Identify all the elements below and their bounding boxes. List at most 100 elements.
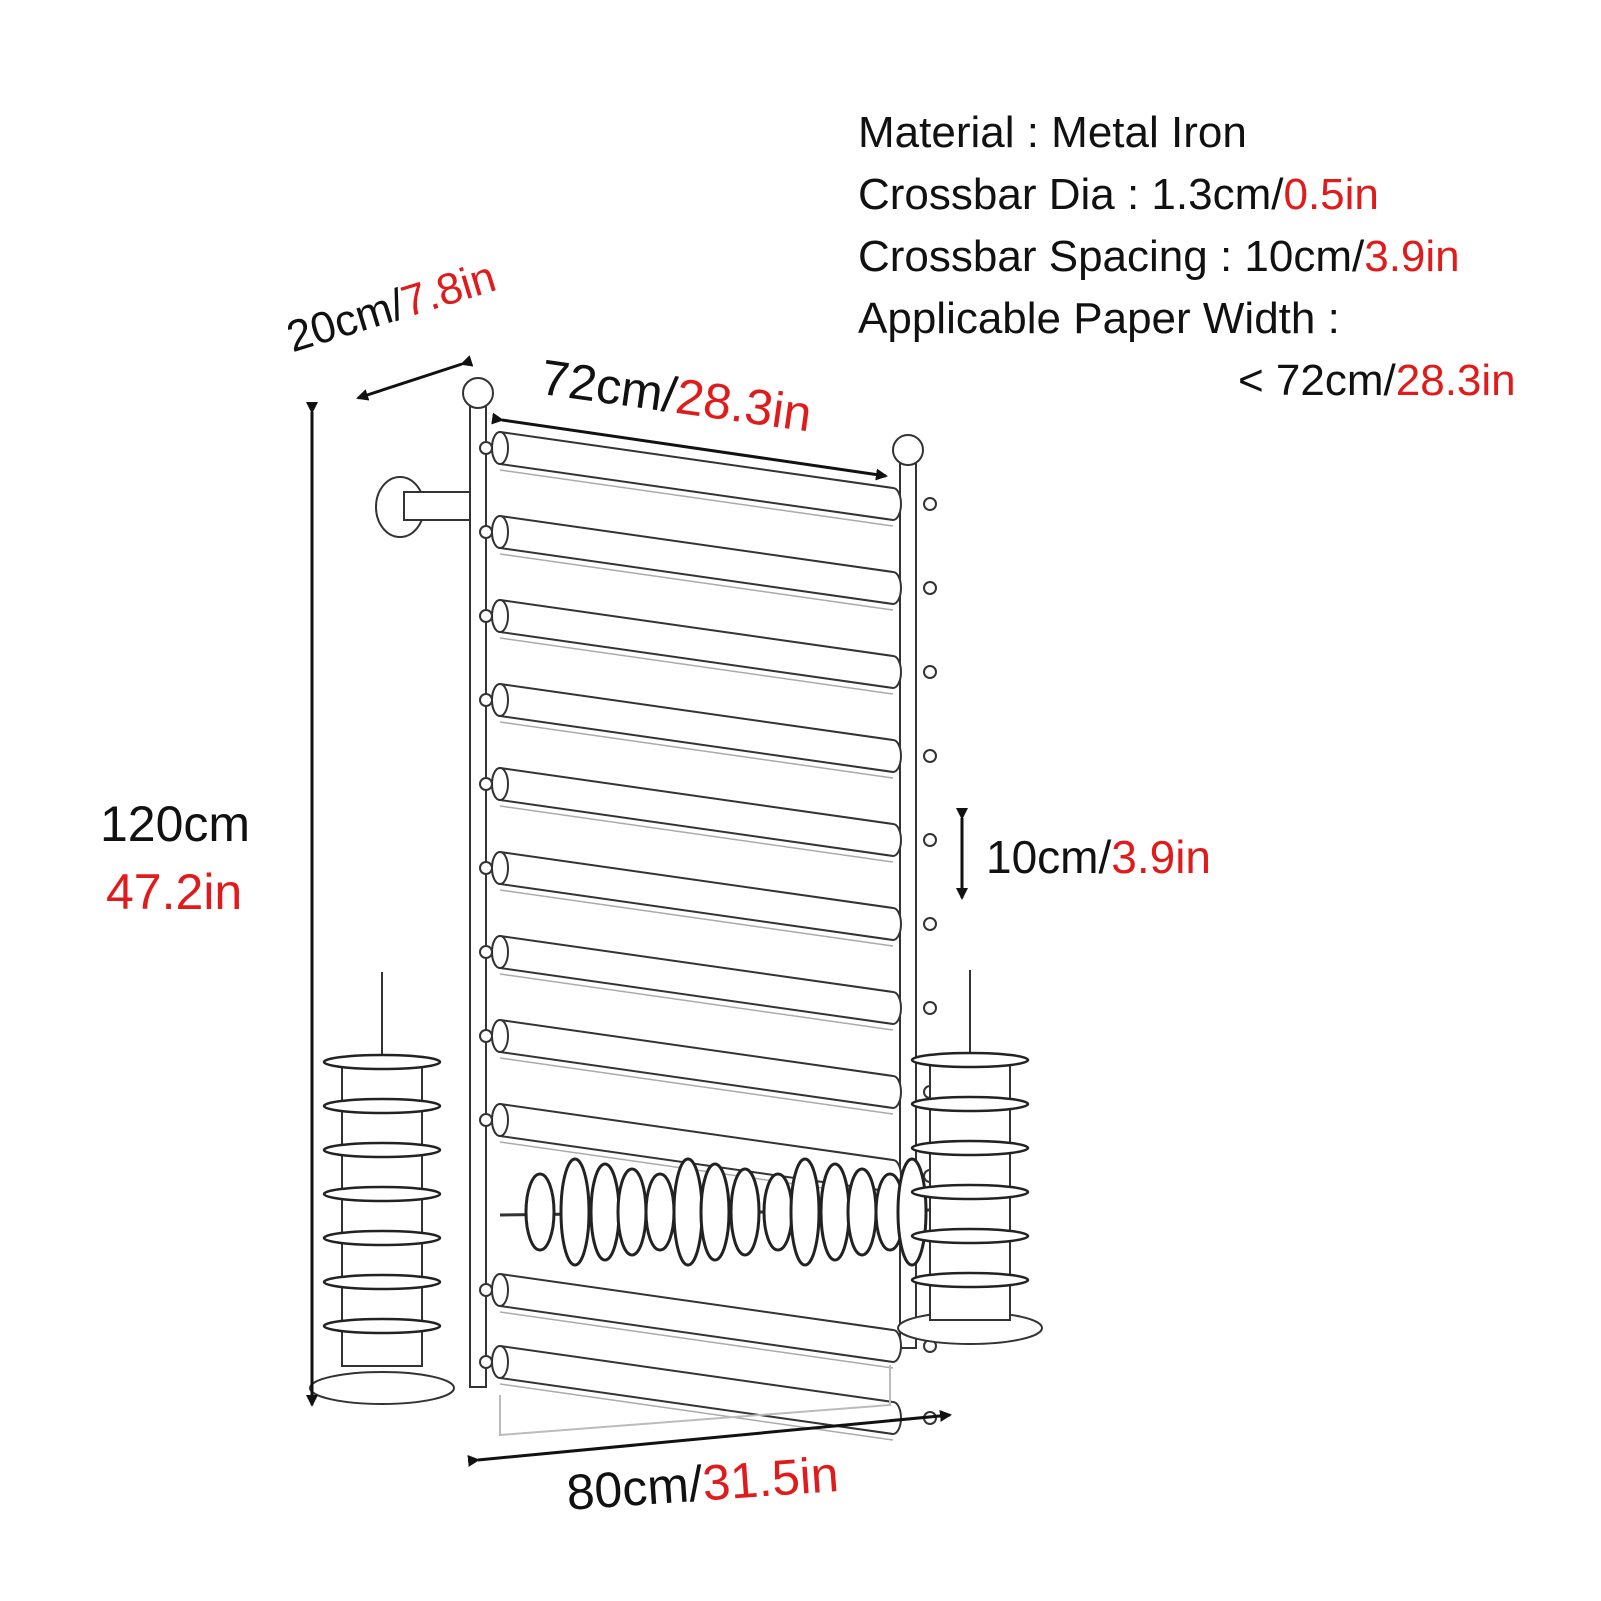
- roller-end-left: [491, 1345, 509, 1379]
- crossbar-roller: [479, 1272, 937, 1369]
- roller-end-left: [491, 431, 509, 465]
- spec-list: Material : Metal Iron Crossbar Dia : 1.3…: [858, 102, 1516, 412]
- ribbon-spool: [559, 1157, 591, 1267]
- depth-arrow: [356, 355, 474, 401]
- roller-peg-right: [923, 497, 937, 511]
- spec-crossbar-dia-label: Crossbar Dia :: [858, 170, 1152, 219]
- tower-disk: [910, 1227, 1030, 1245]
- spacing-imperial: 3.9in: [1111, 831, 1212, 883]
- tower-disk: [322, 1053, 442, 1071]
- height-label: 120cm 47.2in: [100, 790, 250, 926]
- ribbon-spool: [819, 1162, 851, 1262]
- roller-paper-edge: [499, 1311, 894, 1369]
- roller-paper-edge: [499, 637, 894, 695]
- right-post: [892, 434, 924, 1349]
- roller-peg-left: [479, 1113, 493, 1127]
- tower-disk: [322, 1185, 442, 1203]
- crossbar-roller: [479, 598, 937, 695]
- spec-paper-width-label: Applicable Paper Width :: [858, 294, 1340, 343]
- tower-disk: [322, 1229, 442, 1247]
- ribbon-spool: [789, 1157, 821, 1267]
- roller-paper-edge: [499, 553, 894, 611]
- roller-body: [491, 430, 902, 522]
- roller-peg-left: [479, 945, 493, 959]
- roller-paper-edge: [499, 721, 894, 779]
- roller-peg-right: [923, 581, 937, 595]
- spec-crossbar-dia-metric: 1.3cm/: [1151, 170, 1284, 219]
- spec-paper-width-metric: < 72cm/: [1238, 356, 1396, 405]
- tower-disk: [322, 1317, 442, 1335]
- spec-paper-width-values: < 72cm/28.3in: [858, 350, 1516, 412]
- roller-body: [491, 934, 902, 1026]
- tower-disk: [910, 1183, 1030, 1201]
- roller-end-left: [491, 851, 509, 885]
- roller-end-left: [491, 1019, 509, 1053]
- spec-crossbar-spacing-metric: 10cm/: [1244, 232, 1365, 281]
- outer-width-metric: 80cm/: [564, 1455, 705, 1521]
- roller-peg-left: [479, 525, 493, 539]
- tower-disk: [322, 1097, 442, 1115]
- roller-body: [491, 682, 902, 774]
- roller-body: [491, 766, 902, 858]
- ribbon-spools: [499, 1157, 931, 1267]
- height-imperial: 47.2in: [106, 864, 243, 920]
- roller-body: [491, 850, 902, 942]
- roller-peg-left: [479, 1029, 493, 1043]
- crossbar-roller: [479, 1344, 937, 1441]
- tower-disk: [910, 1271, 1030, 1289]
- dimension-arrows: [306, 355, 968, 1467]
- spec-material-label: Material :: [858, 108, 1052, 157]
- crossbar-rollers: [479, 430, 937, 1441]
- crossbar-roller: [479, 682, 937, 779]
- roller-paper-edge: [499, 889, 894, 947]
- spec-crossbar-dia: Crossbar Dia : 1.3cm/0.5in: [858, 164, 1516, 226]
- height-metric: 120cm: [100, 796, 251, 852]
- outer-width-imperial: 31.5in: [700, 1446, 841, 1512]
- roller-peg-left: [479, 693, 493, 707]
- roller-end-left: [491, 1273, 509, 1307]
- roller-peg-right: [923, 917, 937, 931]
- ribbon-spool: [644, 1172, 676, 1252]
- crossbar-roller: [479, 1018, 937, 1115]
- ribbon-spool: [672, 1157, 704, 1267]
- roller-peg-left: [479, 777, 493, 791]
- roller-body: [491, 598, 902, 690]
- roller-peg-left: [479, 861, 493, 875]
- left-spool-tower: [309, 972, 455, 1405]
- roller-paper-edge: [499, 1057, 894, 1115]
- ribbon-spool: [896, 1157, 928, 1267]
- tower-disk: [910, 1095, 1030, 1113]
- spec-crossbar-spacing: Crossbar Spacing : 10cm/3.9in: [858, 226, 1516, 288]
- ribbon-spool: [762, 1172, 794, 1252]
- spec-crossbar-dia-imperial: 0.5in: [1283, 170, 1379, 219]
- roller-end-left: [491, 599, 509, 633]
- roller-body: [491, 514, 902, 606]
- spacing-label: 10cm/3.9in: [986, 834, 1211, 880]
- tower-disk: [322, 1141, 442, 1159]
- tower-disk: [322, 1273, 442, 1291]
- wall-bracket: [375, 476, 475, 538]
- spec-material-value: Metal Iron: [1051, 108, 1247, 157]
- roller-peg-right: [923, 1001, 937, 1015]
- ribbon-spool: [589, 1162, 621, 1262]
- crossbar-roller: [479, 430, 937, 527]
- tower-base: [309, 1371, 455, 1405]
- roller-paper-edge: [499, 973, 894, 1031]
- crossbar-roller: [479, 850, 937, 947]
- spec-crossbar-spacing-imperial: 3.9in: [1364, 232, 1460, 281]
- roller-peg-right: [923, 833, 937, 847]
- spec-material: Material : Metal Iron: [858, 102, 1516, 164]
- roller-peg-left: [479, 441, 493, 455]
- tower-disk: [910, 1051, 1030, 1069]
- outer-width-arrow: [467, 1409, 952, 1467]
- roller-peg-left: [479, 609, 493, 623]
- roller-end-left: [491, 935, 509, 969]
- crossbar-roller: [479, 766, 937, 863]
- inner-width-arrow: [491, 412, 888, 481]
- roller-end-left: [491, 767, 509, 801]
- roller-peg-left: [479, 1355, 493, 1369]
- spec-paper-width: Applicable Paper Width :: [858, 288, 1516, 350]
- roller-body: [491, 1272, 902, 1364]
- roller-peg-right: [923, 665, 937, 679]
